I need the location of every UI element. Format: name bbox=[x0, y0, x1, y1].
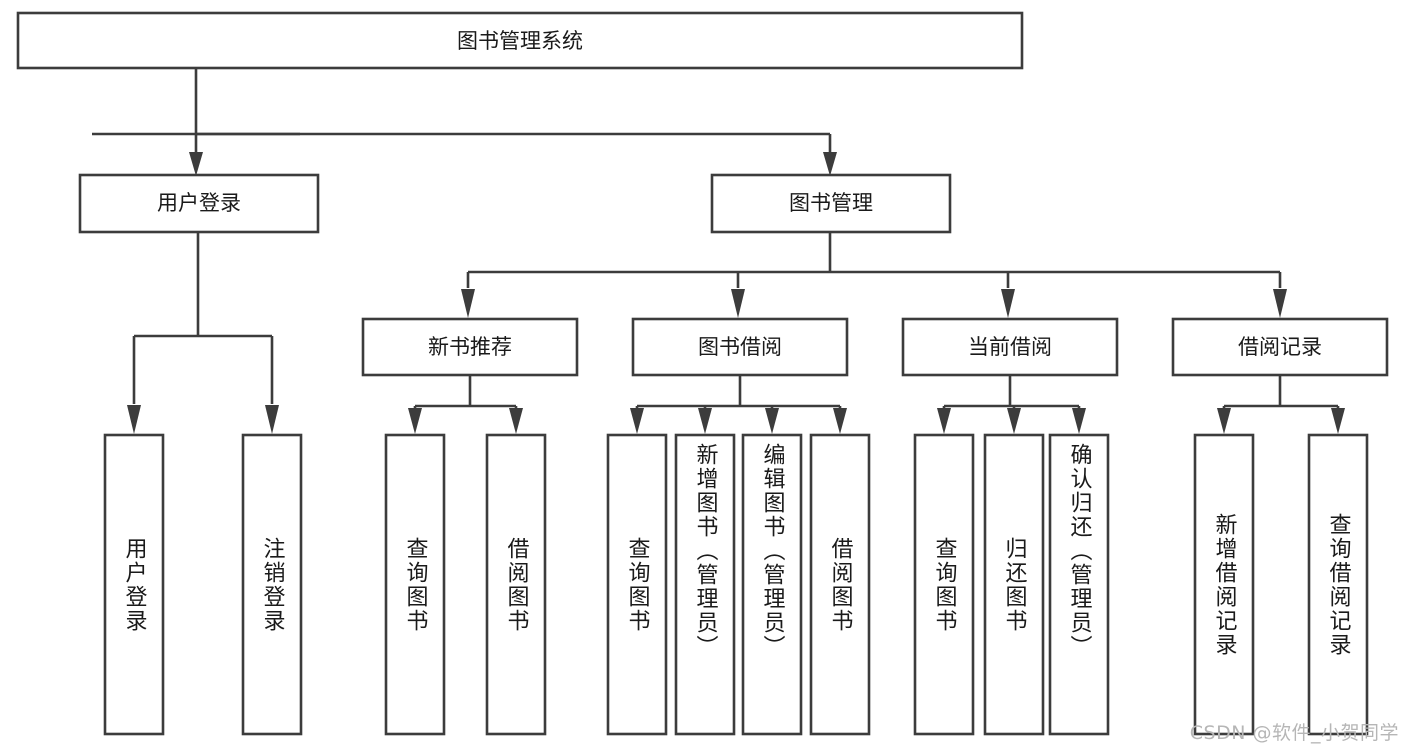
node-book-borrow-box[interactable] bbox=[631, 317, 849, 377]
leaf-box-current-0[interactable] bbox=[913, 433, 975, 736]
arrow-bookmgmt-child-4 bbox=[1273, 289, 1287, 318]
node-borrow-record-box[interactable] bbox=[1171, 317, 1389, 377]
node-borrow-record-label: 借阅记录 bbox=[1238, 335, 1322, 359]
leaf-box-user-login-0[interactable] bbox=[103, 433, 165, 736]
leaf-box-current-1[interactable] bbox=[983, 433, 1045, 736]
arrow-login-leaf-1 bbox=[127, 405, 141, 434]
arrow-current-leaf-3 bbox=[1072, 408, 1086, 434]
node-new-book-recommend-label: 新书推荐 bbox=[428, 335, 512, 359]
arrow-root-to-bookmgmt bbox=[823, 152, 837, 176]
leaf-box-user-login-1[interactable] bbox=[241, 433, 303, 736]
arrow-current-leaf-1 bbox=[937, 408, 951, 434]
arrow-current-leaf-2 bbox=[1007, 408, 1021, 434]
leaf-box-recommend-0[interactable] bbox=[384, 433, 446, 736]
arrow-record-leaf-2 bbox=[1331, 408, 1345, 434]
node-new-book-recommend-box[interactable] bbox=[361, 317, 579, 377]
node-current-borrow-label: 当前借阅 bbox=[968, 335, 1052, 359]
arrow-recommend-leaf-2 bbox=[509, 408, 523, 434]
arrow-bookmgmt-child-2 bbox=[731, 289, 745, 318]
csdn-watermark: CSDN @软件_小贺同学 bbox=[1189, 722, 1399, 744]
leaf-box-borrow-2[interactable] bbox=[741, 433, 803, 736]
arrow-borrow-leaf-2 bbox=[698, 408, 712, 434]
arrow-bookmgmt-child-3 bbox=[1001, 289, 1015, 318]
node-book-management-label: 图书管理 bbox=[789, 191, 873, 215]
node-user-login-box[interactable] bbox=[78, 173, 320, 234]
node-book-borrow-label: 图书借阅 bbox=[698, 335, 782, 359]
connector-layer bbox=[92, 68, 1345, 434]
node-book-management-box[interactable] bbox=[710, 173, 952, 234]
arrow-borrow-leaf-4 bbox=[833, 408, 847, 434]
arrow-bookmgmt-child-1 bbox=[461, 289, 475, 318]
arrow-recommend-leaf-1 bbox=[408, 408, 422, 434]
leaf-box-borrow-0[interactable] bbox=[606, 433, 668, 736]
node-box-layer bbox=[16, 11, 1389, 736]
leaf-box-borrow-1[interactable] bbox=[674, 433, 736, 736]
arrow-borrow-leaf-1 bbox=[630, 408, 644, 434]
leaf-box-record-0[interactable] bbox=[1193, 433, 1255, 736]
node-current-borrow-box[interactable] bbox=[901, 317, 1119, 377]
leaf-box-recommend-1[interactable] bbox=[485, 433, 547, 736]
arrow-root-to-login bbox=[189, 152, 203, 176]
arrow-borrow-leaf-3 bbox=[765, 408, 779, 434]
arrow-record-leaf-1 bbox=[1217, 408, 1231, 434]
node-user-login-label: 用户登录 bbox=[157, 191, 241, 215]
arrow-login-leaf-2 bbox=[265, 405, 279, 434]
horizontal-label-layer: 图书管理系统 用户登录 图书管理 新书推荐 图书借阅 当前借阅 借阅记录 bbox=[157, 29, 1322, 359]
leaf-box-current-2[interactable] bbox=[1048, 433, 1110, 736]
node-root-box[interactable] bbox=[16, 11, 1024, 70]
leaf-box-borrow-3[interactable] bbox=[809, 433, 871, 736]
leaf-box-record-1[interactable] bbox=[1307, 433, 1369, 736]
node-root-label: 图书管理系统 bbox=[457, 29, 583, 53]
